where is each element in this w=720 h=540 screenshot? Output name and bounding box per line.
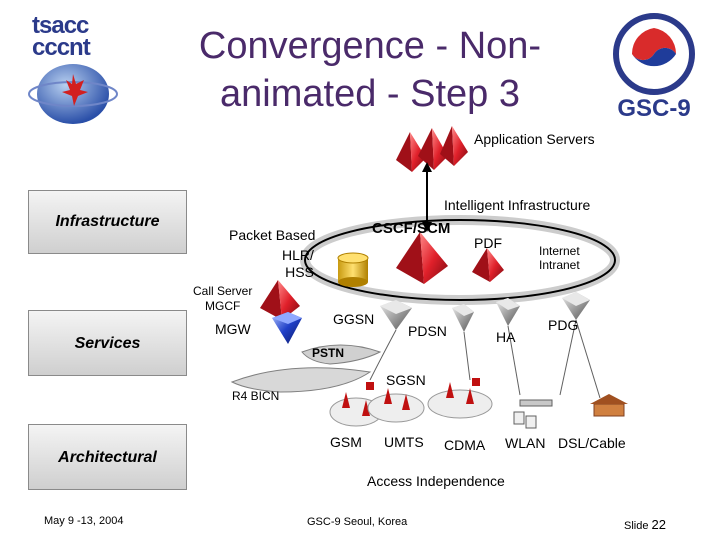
application-servers-label: Application Servers <box>474 131 595 147</box>
r4-bicn-cloud <box>230 367 372 393</box>
pstn-cloud <box>301 344 382 365</box>
tsacc-logo-line2: cccnt <box>32 34 91 61</box>
architectural-layer-box: Architectural <box>28 424 187 490</box>
sgsn-label: SGSN <box>386 372 426 388</box>
infrastructure-layer-box: Infrastructure <box>28 190 187 254</box>
hlr-hss-database <box>337 252 369 287</box>
pdf-label: PDF <box>474 235 502 251</box>
wlan-label: WLAN <box>505 435 546 451</box>
globe-logo-icon <box>28 64 118 124</box>
umts-cell-cluster <box>367 388 425 423</box>
cdma-label: CDMA <box>444 437 486 453</box>
ggsn-label: GGSN <box>333 311 375 327</box>
architectural-label: Architectural <box>58 449 157 466</box>
footer-venue: GSC-9 Seoul, Korea <box>307 516 408 528</box>
gsc9-logo-icon: GSC-9 <box>613 13 695 122</box>
pstn-label: PSTN <box>312 346 345 360</box>
cdma-cell-cluster <box>427 378 493 419</box>
tsacc-logo-line1: tsacc <box>32 12 89 39</box>
cscf-scm-node <box>396 232 448 284</box>
footer-slide: Slide 22 <box>624 517 666 532</box>
call-server-mgcf-label: Call Server MGCF <box>193 284 253 313</box>
r4-bicn-label: R4 BICN <box>232 389 280 403</box>
pdg-label: PDG <box>548 317 579 333</box>
infrastructure-label: Infrastructure <box>55 213 160 230</box>
dsl-cable-label: DSL/Cable <box>558 435 626 451</box>
dsl-cable-house-icon <box>590 394 628 417</box>
footer-slide-number: 22 <box>651 517 666 532</box>
ha-label: HA <box>496 329 516 345</box>
call-server-node <box>260 280 300 320</box>
footer-date: May 9 -13, 2004 <box>44 515 124 527</box>
ggsn-node <box>380 300 412 330</box>
pdsn-node <box>452 304 474 332</box>
intelligent-infrastructure-label: Intelligent Infrastructure <box>444 197 591 213</box>
page-title: Convergence - Non-animated - Step 3 <box>198 25 542 115</box>
hlr-hss-label: HLR/ HSS <box>282 247 314 280</box>
mgw-label: MGW <box>215 321 251 337</box>
services-label: Services <box>74 335 141 352</box>
ha-node <box>496 298 520 326</box>
pdg-node <box>562 292 590 320</box>
arrow-up-icon <box>422 162 432 172</box>
footer-slide-label: Slide <box>624 520 649 532</box>
mgw-node <box>272 312 302 344</box>
internet-intranet-label: Internet Intranet <box>539 244 580 272</box>
access-independence-label: Access Independence <box>367 473 505 489</box>
gsc9-text: GSC-9 <box>617 95 690 122</box>
arrow-down-icon <box>422 222 432 232</box>
application-servers <box>396 126 468 172</box>
infrastructure-ring <box>304 219 616 301</box>
wlan-access-point-icon <box>513 399 553 429</box>
services-layer-box: Services <box>28 310 187 376</box>
cscf-scm-label: CSCF/SCM <box>372 220 451 237</box>
umts-label: UMTS <box>384 434 424 450</box>
access-links <box>369 319 601 399</box>
packet-based-label: Packet Based <box>229 227 316 243</box>
pdf-node <box>472 248 504 282</box>
gsm-label: GSM <box>330 434 362 450</box>
pdsn-label: PDSN <box>408 323 447 339</box>
